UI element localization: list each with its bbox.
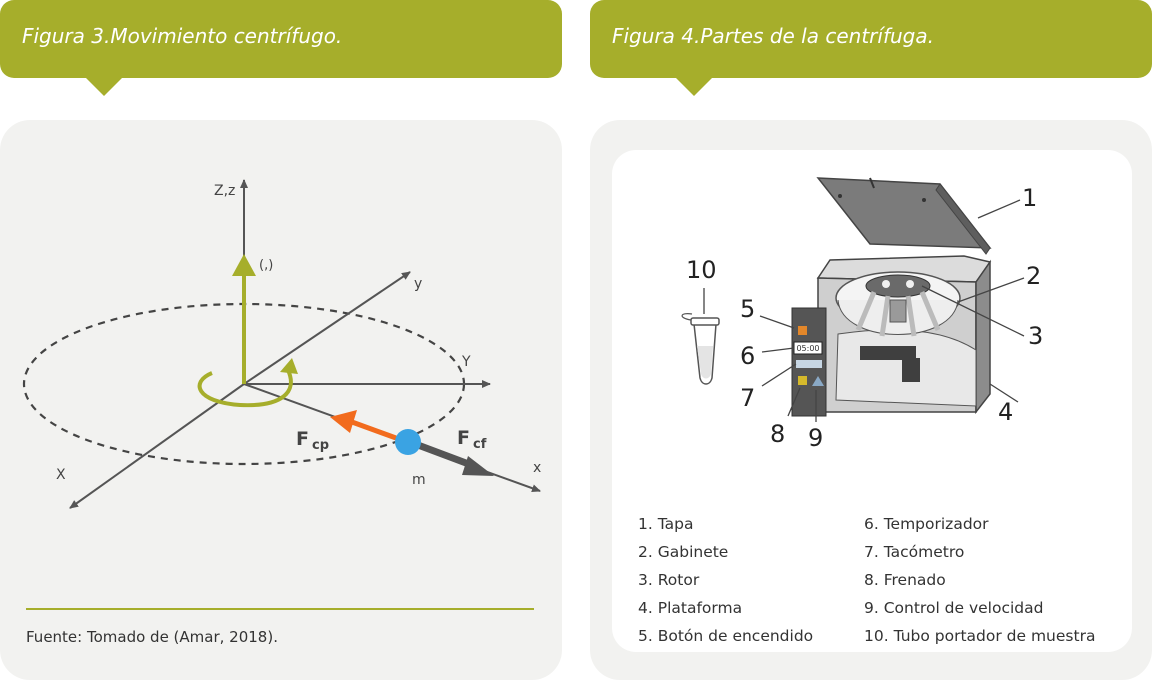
mass-point: [395, 429, 421, 455]
label-X-upper: X: [56, 467, 66, 483]
lid-edge: [935, 183, 991, 255]
legend-right-column: 6. Temporizador 7. Tacómetro 8. Frenado …: [864, 510, 1095, 650]
figure4-title: Figura 4.Partes de la centrífuga.: [612, 24, 934, 48]
source-citation: Fuente: Tomado de (Amar, 2018).: [26, 628, 278, 646]
legend-item: 9. Control de velocidad: [864, 599, 1044, 617]
legend-item: 2. Gabinete: [638, 543, 729, 561]
label-x-lower: x: [533, 460, 541, 476]
x-axis-diagonal: [69, 383, 245, 509]
centrifuge-illustration: 05:00 1 2 3 4 5 6: [681, 177, 1043, 452]
callout-4: 4: [998, 398, 1013, 426]
figure3-title-banner: Figura 3.Movimiento centrífugo.: [0, 0, 562, 96]
callout-2: 2: [1026, 262, 1041, 290]
cabinet-right: [975, 259, 991, 415]
rotation-arc: [197, 369, 293, 408]
banner-pointer: [676, 78, 712, 96]
centripetal-force-arrowhead: [330, 410, 357, 433]
banner-pointer: [86, 78, 122, 96]
y-axis-diagonal: [243, 271, 411, 385]
centripetal-force-vector: [351, 419, 397, 441]
callout-10: 10: [686, 256, 717, 284]
callout-5: 5: [740, 295, 755, 323]
callout-7: 7: [740, 384, 755, 412]
lid: [816, 177, 992, 249]
callout-8: 8: [770, 420, 785, 448]
legend-item: 5. Botón de encendido: [638, 627, 814, 645]
legend-left-column: 1. Tapa 2. Gabinete 3. Rotor 4. Platafor…: [638, 510, 813, 650]
centrifugal-force-arrowhead: [462, 456, 494, 476]
callout-3: 3: [1028, 322, 1043, 350]
legend-item: 4. Plataforma: [638, 599, 743, 617]
rotation-arrowhead: [280, 358, 298, 374]
label-y-lower: y: [414, 276, 422, 292]
angular-velocity-arrowhead: [232, 254, 256, 276]
label-m: m: [412, 472, 426, 488]
legend-item: 10. Tubo portador de muestra: [864, 627, 1096, 645]
callout-9: 9: [808, 424, 823, 452]
rotor: [865, 274, 931, 298]
label-Y-upper: Y: [461, 354, 471, 370]
label-paren: (,): [259, 258, 273, 273]
legend-item: 8. Frenado: [864, 571, 946, 589]
callout-1: 1: [1022, 184, 1037, 212]
label-zz: Z,z: [214, 183, 235, 199]
figure4-panel: 05:00 1 2 3 4 5 6: [590, 120, 1152, 680]
centrifugal-force-vector: [408, 438, 476, 470]
legend-item: 3. Rotor: [638, 571, 700, 589]
figure3-title: Figura 3.Movimiento centrífugo.: [22, 24, 343, 48]
source-divider: [26, 608, 534, 610]
figure4-title-banner: Figura 4.Partes de la centrífuga.: [590, 0, 1152, 96]
legend-item: 6. Temporizador: [864, 515, 989, 533]
figure4-card: 05:00 1 2 3 4 5 6: [612, 150, 1132, 652]
callout-6: 6: [740, 342, 755, 370]
legend-item: 7. Tacómetro: [864, 543, 965, 561]
legend-item: 1. Tapa: [638, 515, 694, 533]
timer-display: 05:00: [796, 344, 819, 353]
